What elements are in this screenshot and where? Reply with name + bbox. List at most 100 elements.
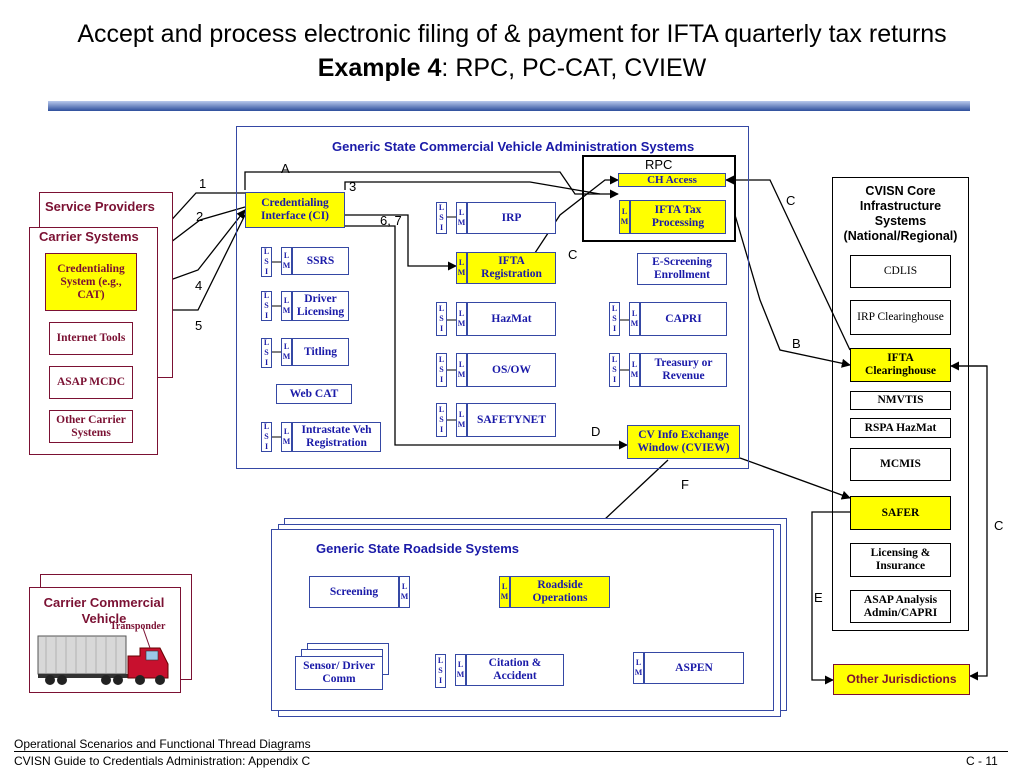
- web-cat-box[interactable]: Web CAT: [276, 384, 352, 404]
- mcmis-box[interactable]: MCMIS: [850, 448, 951, 481]
- example-systems: : RPC, PC-CAT, CVIEW: [441, 54, 707, 82]
- flow-label-1: 1: [199, 176, 207, 191]
- flow-label-5: 5: [195, 318, 203, 333]
- flow-label-3: 3: [349, 179, 357, 194]
- footer-document: CVISN Guide to Credentials Administratio…: [14, 754, 311, 768]
- flow-label-c-ch: C: [786, 193, 796, 208]
- flow-67: [345, 214, 457, 271]
- driver-licensing-box[interactable]: Driver Licensing: [292, 291, 349, 321]
- footer-page: C - 11: [966, 754, 998, 768]
- other-jurisdictions-box[interactable]: Other Jurisdictions: [833, 664, 970, 695]
- ifta-tax-box[interactable]: IFTA Tax Processing: [630, 200, 726, 234]
- title-divider: [48, 101, 970, 111]
- osow-box[interactable]: OS/OW: [467, 353, 556, 387]
- flow-label-e: E: [814, 590, 823, 605]
- flow-label-c-jur: C: [994, 518, 1004, 533]
- other-carrier-systems-box[interactable]: Other Carrier Systems: [49, 410, 133, 443]
- cdlis-box[interactable]: CDLIS: [850, 255, 951, 288]
- cvisn-heading: CVISN Core Infrastructure Systems (Natio…: [843, 184, 958, 243]
- nmvtis-box[interactable]: NMVTIS: [850, 391, 951, 410]
- internet-tools-box[interactable]: Internet Tools: [49, 322, 133, 355]
- flow-e: [811, 511, 850, 685]
- flow-label-c-rpc: C: [568, 247, 578, 262]
- ifta-registration-box[interactable]: IFTA Registration: [467, 252, 556, 284]
- vehicle-label: Carrier Commercial Vehicle: [43, 595, 165, 626]
- ch-access-box[interactable]: CH Access: [618, 173, 726, 187]
- cview-box[interactable]: CV Info Exchange Window (CVIEW): [627, 425, 740, 459]
- safetynet-box[interactable]: SAFETYNET: [467, 403, 556, 437]
- example-label: Example 4: [317, 54, 442, 82]
- credentialing-system-box[interactable]: Credentialing System (e.g., CAT): [45, 253, 137, 311]
- flow-a: [244, 171, 619, 199]
- rpc-frame: [582, 155, 736, 242]
- flow-label-4: 4: [195, 278, 203, 293]
- citation-accident-box[interactable]: Citation & Accident: [466, 654, 564, 686]
- asap-analysis-box[interactable]: ASAP Analysis Admin/CAPRI: [850, 590, 951, 623]
- flow-3: [344, 181, 601, 195]
- slide-subtitle: Example 4: RPC, PC-CAT, CVIEW: [0, 54, 1024, 83]
- irp-clearinghouse-box[interactable]: IRP Clearinghouse: [850, 300, 951, 335]
- ifta-clearinghouse-box[interactable]: IFTA Clearinghouse: [850, 348, 951, 382]
- aspen-box[interactable]: ASPEN: [644, 652, 744, 684]
- flow-label-f: F: [681, 477, 689, 492]
- safer-box[interactable]: SAFER: [850, 496, 951, 530]
- irp-box[interactable]: IRP: [467, 202, 556, 234]
- footer-rule: [14, 751, 1008, 752]
- asap-mcdc-box[interactable]: ASAP MCDC: [49, 366, 133, 399]
- state-admin-heading: Generic State Commercial Vehicle Adminis…: [332, 139, 695, 154]
- flow-label-b: B: [792, 336, 801, 351]
- rpc-label: RPC: [645, 157, 673, 172]
- treasury-box[interactable]: Treasury or Revenue: [640, 353, 727, 387]
- slide-title: Accept and process electronic filing of …: [77, 20, 947, 48]
- hazmat-box[interactable]: HazMat: [467, 302, 556, 336]
- roadside-heading: Generic State Roadside Systems: [316, 541, 520, 556]
- state-admin-frame: [236, 126, 749, 469]
- titling-box[interactable]: Titling: [292, 338, 349, 366]
- roadside-operations-box[interactable]: Roadside Operations: [510, 576, 610, 608]
- flow-label-a: A: [281, 161, 290, 176]
- ssrs-box[interactable]: SSRS: [292, 247, 349, 275]
- intrastate-registration-box[interactable]: Intrastate Veh Registration: [292, 422, 381, 452]
- credentialing-interface-box[interactable]: Credentialing Interface (CI): [245, 192, 345, 228]
- carrier-systems-heading: Carrier Systems: [39, 229, 139, 244]
- licensing-insurance-box[interactable]: Licensing & Insurance: [850, 543, 951, 577]
- sensor-driver-comm-box[interactable]: Sensor/ Driver Comm: [295, 656, 383, 690]
- rspa-hazmat-box[interactable]: RSPA HazMat: [850, 418, 951, 438]
- service-providers-heading: Service Providers: [45, 199, 155, 214]
- transponder-label: Transponder: [110, 621, 166, 632]
- e-screening-box[interactable]: E-Screening Enrollment: [637, 253, 727, 285]
- footer-section: Operational Scenarios and Functional Thr…: [14, 737, 311, 751]
- flow-c2: [725, 175, 851, 351]
- flow-label-6-7: 6, 7: [380, 213, 402, 228]
- cvisn-frame: [832, 177, 969, 631]
- capri-box[interactable]: CAPRI: [640, 302, 727, 336]
- flow-label-2: 2: [196, 209, 204, 224]
- screening-box[interactable]: Screening: [309, 576, 399, 608]
- flow-b: [734, 214, 851, 368]
- flow-label-d: D: [591, 424, 601, 439]
